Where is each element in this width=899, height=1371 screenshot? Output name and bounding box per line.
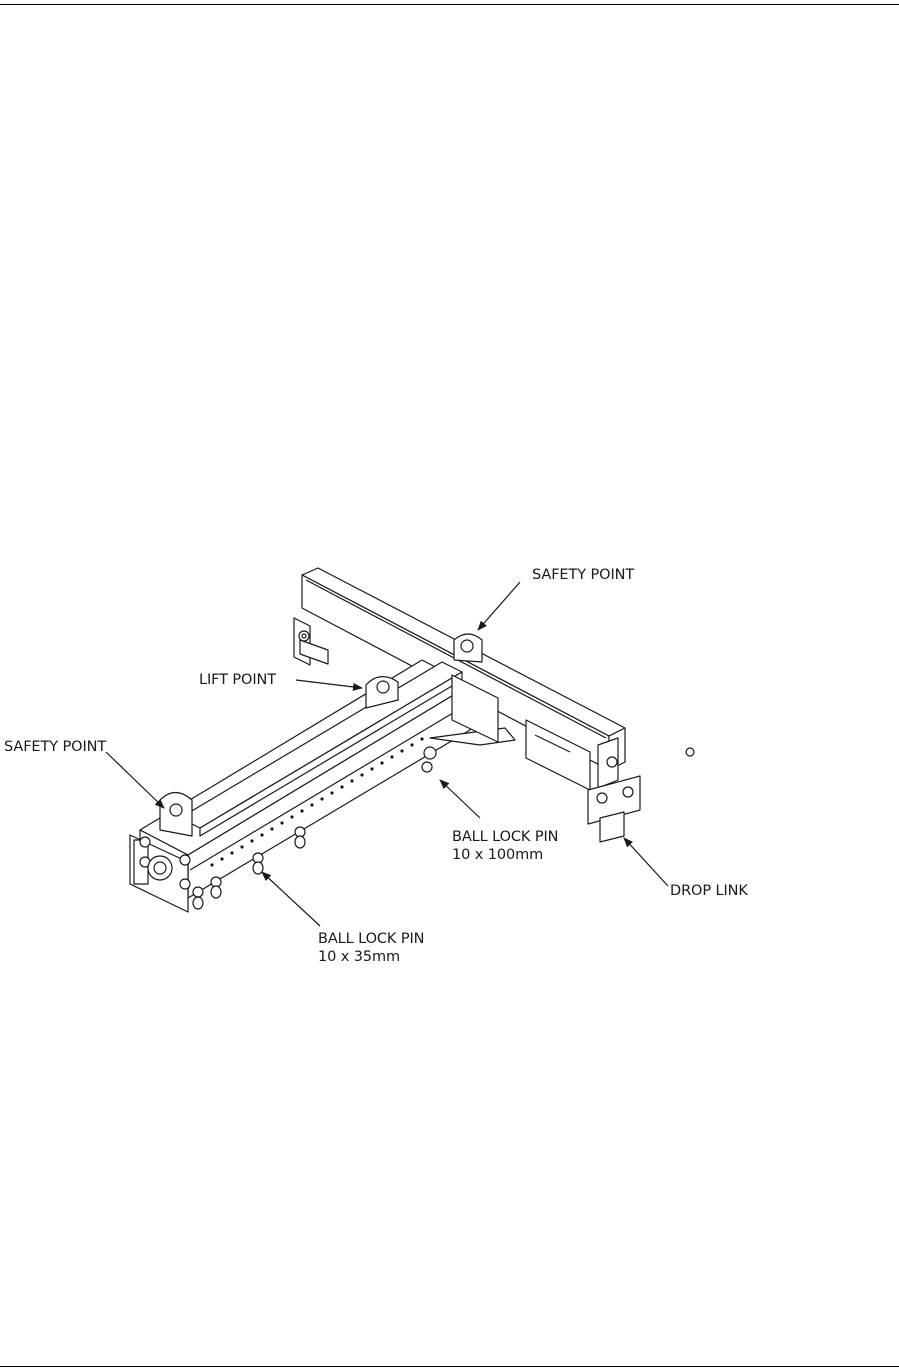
safety-point-lug-top <box>453 633 483 663</box>
ball-lock-pin-long <box>421 746 695 773</box>
label-ball-lock-pin-short: BALL LOCK PIN 10 x 35mm <box>318 930 425 966</box>
label-lift-point: LIFT POINT <box>199 672 277 688</box>
rear-left-hanger <box>293 617 329 666</box>
ball-lock-pins-short <box>192 826 306 910</box>
top-rule <box>0 4 899 5</box>
front-end-frame <box>129 834 191 913</box>
leader-ball-lock-pin-long <box>439 779 481 819</box>
leader-lines <box>105 581 669 927</box>
label-safety-point-left: SAFETY POINT <box>4 739 107 755</box>
ball-lock-pin-short-name: BALL LOCK PIN <box>318 931 425 947</box>
side-bracket <box>429 674 516 746</box>
label-ball-lock-pin-long: BALL LOCK PIN 10 x 100mm <box>452 828 559 864</box>
ball-lock-pin-short-size: 10 x 35mm <box>318 949 401 965</box>
safety-point-lug-front <box>159 791 193 837</box>
label-safety-point-top: SAFETY POINT <box>532 567 635 583</box>
leader-safety-point-left <box>105 751 165 809</box>
ball-lock-pin-long-size: 10 x 100mm <box>452 847 544 863</box>
label-drop-link: DROP LINK <box>670 883 748 899</box>
leader-ball-lock-pin-short <box>261 871 321 927</box>
adjustment-holes <box>210 737 424 867</box>
lift-point-lug <box>365 676 399 709</box>
leader-safety-point-top <box>477 581 521 631</box>
leader-lift-point <box>295 679 363 691</box>
bottom-rule <box>0 1366 899 1367</box>
drop-link-assembly <box>587 737 641 843</box>
leader-drop-link <box>623 837 669 887</box>
ball-lock-pin-long-name: BALL LOCK PIN <box>452 829 559 845</box>
